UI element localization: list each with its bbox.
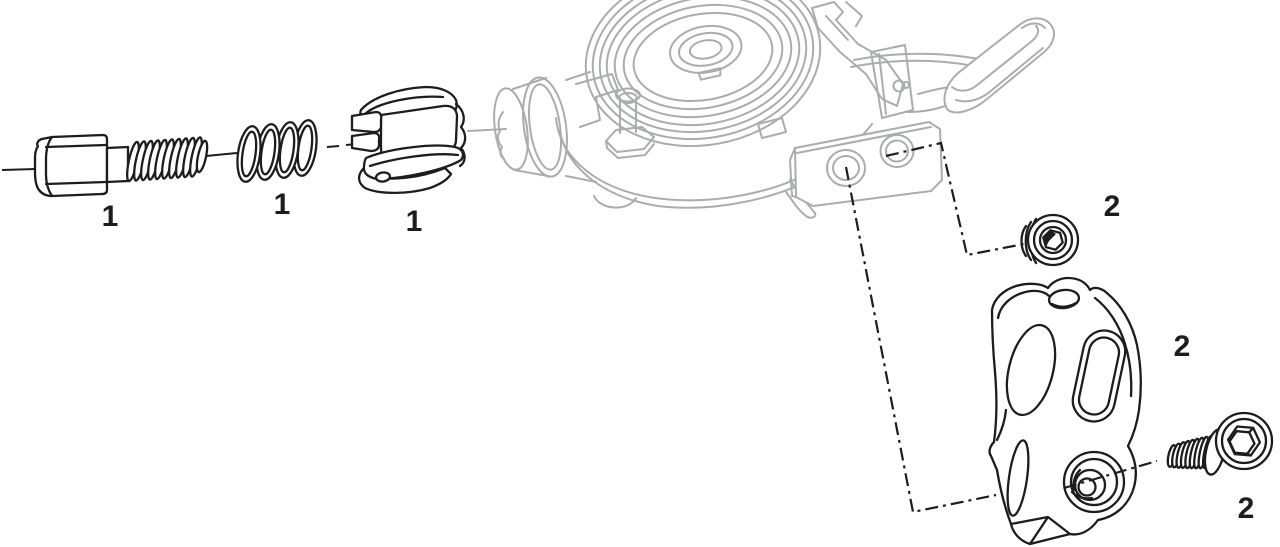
leader-cover-bolt xyxy=(885,141,1025,257)
clamp-bolt xyxy=(1166,411,1274,476)
part-number-label-knob: 1 xyxy=(406,205,423,238)
explosion-axis-line xyxy=(1,128,507,171)
adjuster-spring xyxy=(236,119,318,183)
adjuster-knob xyxy=(350,85,467,195)
part-number-label-clamp: 2 xyxy=(1174,330,1191,363)
part-number-label-spring: 1 xyxy=(274,188,291,221)
handlebar-clamp xyxy=(988,276,1142,546)
part-number-label-cover-bolt: 2 xyxy=(1104,190,1121,223)
part-number-labels: 1 1 1 2 2 2 xyxy=(102,188,1255,525)
cover-bolt xyxy=(1020,213,1080,267)
leader-clamp xyxy=(844,166,997,514)
leader-clamp-bolt xyxy=(1063,459,1158,490)
part-number-label-clamp-bolt: 2 xyxy=(1238,492,1255,525)
leader-lines xyxy=(844,141,1025,514)
shifter-body-ghost xyxy=(493,0,1056,219)
barrel-adjuster-bolt xyxy=(33,133,209,198)
part-number-label-adjuster-bolt: 1 xyxy=(102,200,119,233)
clamp-bolt-threads xyxy=(1166,434,1215,470)
bolt-threads xyxy=(126,136,209,183)
socket-shading xyxy=(1043,230,1056,247)
